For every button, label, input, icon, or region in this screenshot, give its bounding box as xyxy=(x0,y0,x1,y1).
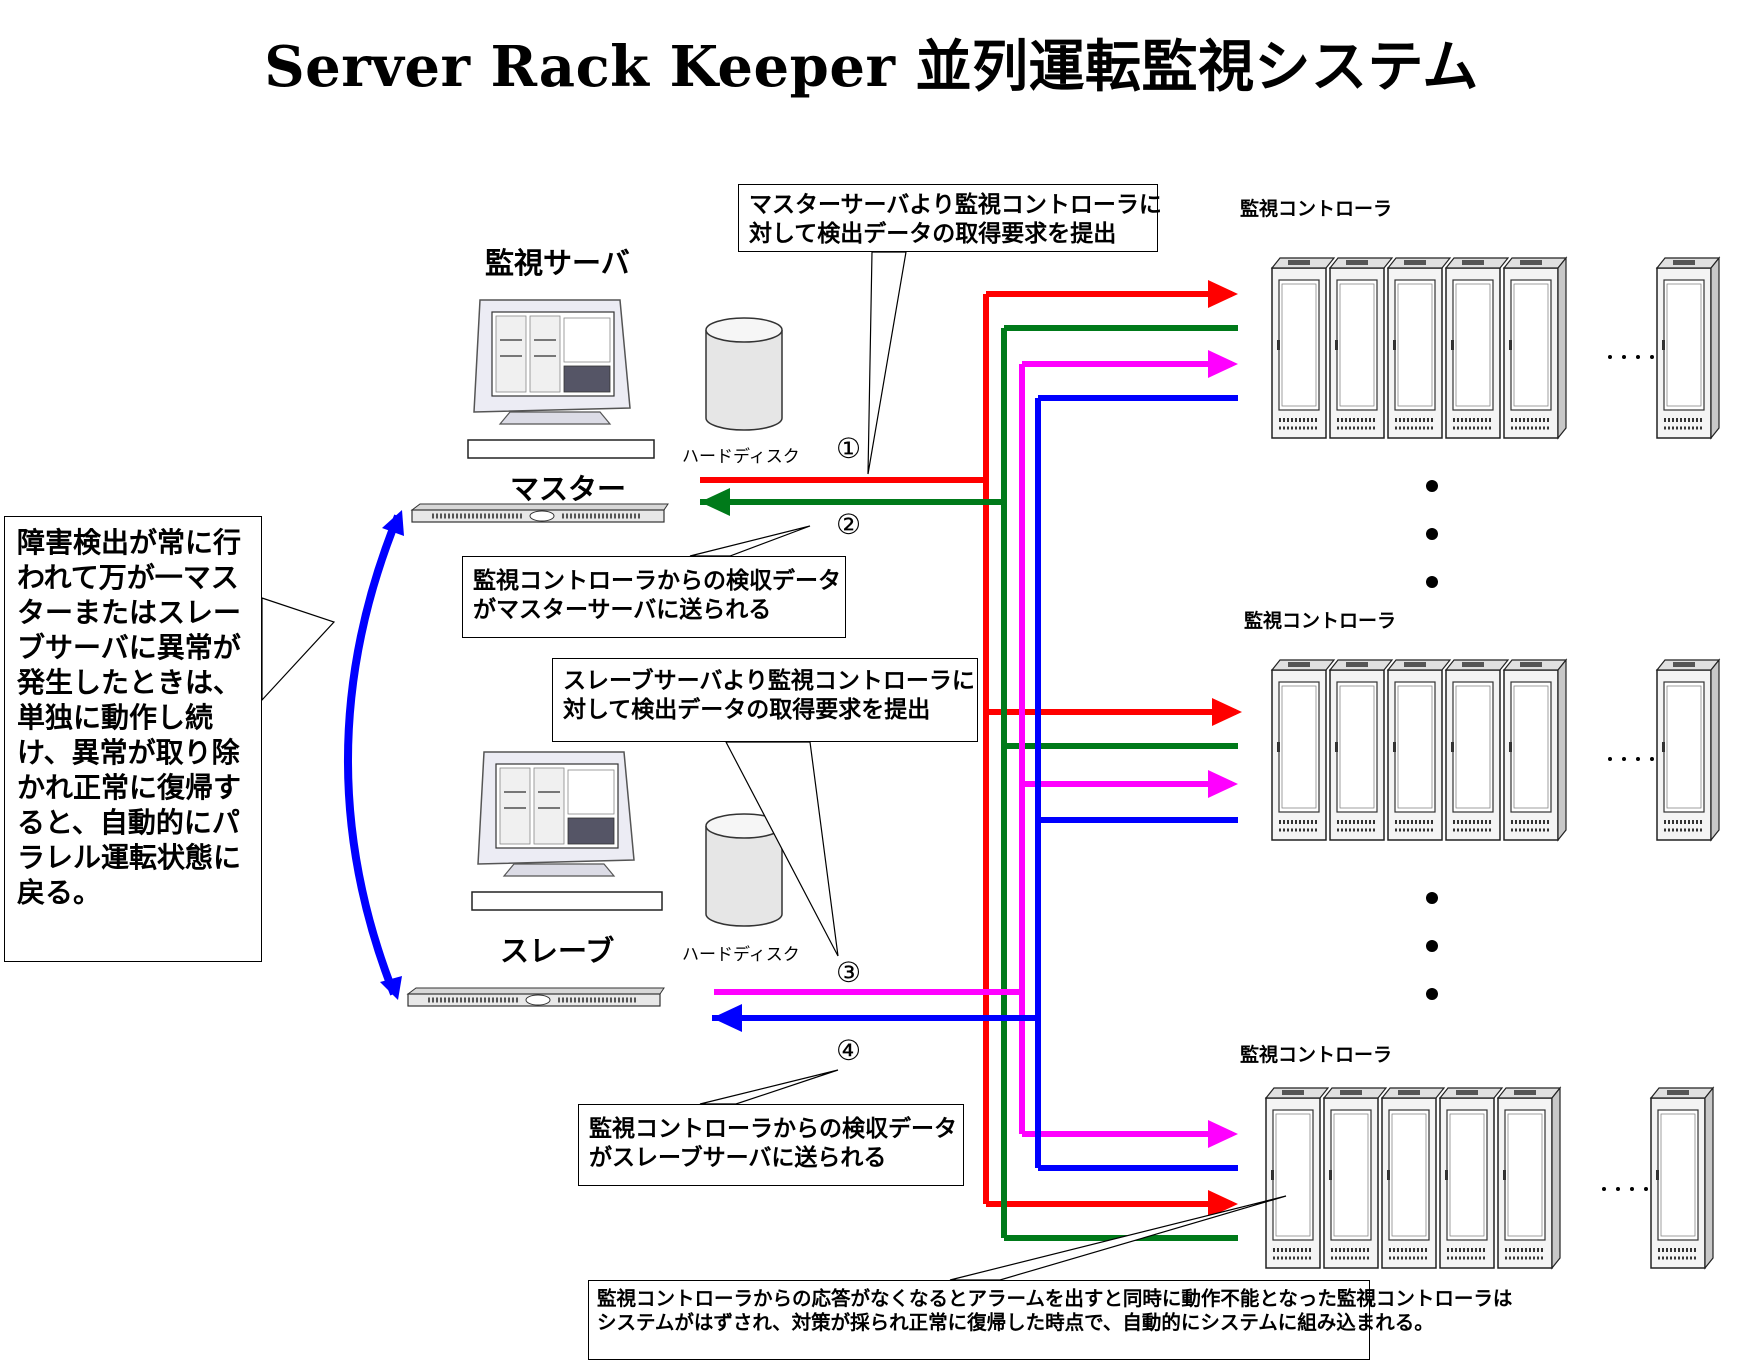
red-bus xyxy=(700,291,1236,1207)
step-3-callout-line-1: スレーブサーバより監視コントローラに xyxy=(563,668,975,694)
controller-rack-group-2 xyxy=(1272,660,1719,840)
step-2-callout-line-2: がマスターサーバに送られる xyxy=(473,596,772,623)
slave-server-graphic xyxy=(408,988,664,1006)
blue-bus xyxy=(1035,395,1238,1171)
step-3-callout-line-2: 対して検出データの取得要求を提出 xyxy=(563,696,931,723)
slave-keyboard-graphic xyxy=(471,891,663,911)
step-3-callout: スレーブサーバより監視コントローラに 対して検出データの取得要求を提出 xyxy=(552,658,978,742)
vertical-continuation-dots xyxy=(1426,480,1438,1000)
green-bus xyxy=(1001,325,1238,1241)
step-2-number: ② xyxy=(836,508,862,541)
master-monitor-graphic xyxy=(473,299,631,425)
step-4-callout: 監視コントローラからの検収データ がスレーブサーバに送られる xyxy=(578,1104,964,1186)
callout-pointer-left xyxy=(261,597,336,702)
master-label: マスター xyxy=(510,472,627,506)
fault-detection-note: 障害検出が常に行われて万が一マスターまたはスレーブサーバに異常が発生したときは、… xyxy=(4,516,262,962)
slave-label: スレーブ xyxy=(500,934,615,968)
controller-label-3: 監視コントローラ xyxy=(1240,1044,1393,1066)
page-title: Server Rack Keeper 並列運転監視システム xyxy=(264,34,1479,100)
rack-ellipsis-dots xyxy=(1602,355,1654,1191)
step-4-callout-line-2: がスレーブサーバに送られる xyxy=(589,1144,887,1171)
master-keyboard-graphic xyxy=(467,439,655,459)
controller-rack-group-1 xyxy=(1272,258,1719,438)
controller-failure-callout-line-1: 監視コントローラからの応答がなくなるとアラームを出すと同時に動作不能となった監視… xyxy=(597,1287,1513,1310)
step-1-callout: マスターサーバより監視コントローラに 対して検出データの取得要求を提出 xyxy=(738,184,1162,252)
controller-rack-group-3 xyxy=(1266,1088,1713,1268)
callout-pointer-2 xyxy=(689,525,811,557)
sync-arrow xyxy=(344,514,402,996)
controller-label-1: 監視コントローラ xyxy=(1240,198,1393,220)
callout-pointer-4 xyxy=(699,1069,839,1105)
magenta-bus xyxy=(714,361,1232,1137)
step-1-callout-line-2: 対して検出データの取得要求を提出 xyxy=(749,220,1117,247)
slave-disk-label: ハードディスク xyxy=(682,945,800,965)
slave-disk-graphic xyxy=(705,813,783,927)
callout-pointer-3 xyxy=(725,741,839,957)
monitor-server-label: 監視サーバ xyxy=(485,246,630,280)
master-disk-graphic xyxy=(705,317,783,431)
controller-failure-callout-line-2: システムがはずされ、対策が採られ正常に復帰した時点で、自動的にシステムに組み込ま… xyxy=(597,1311,1434,1335)
controller-failure-callout: 監視コントローラからの応答がなくなるとアラームを出すと同時に動作不能となった監視… xyxy=(588,1280,1513,1360)
callout-pointer-1 xyxy=(867,251,907,475)
master-disk-label: ハードディスク xyxy=(682,447,800,467)
step-2-callout-line-1: 監視コントローラからの検収データ xyxy=(473,568,841,594)
controller-label-2: 監視コントローラ xyxy=(1244,610,1397,632)
slave-monitor-graphic xyxy=(477,751,635,877)
step-2-callout: 監視コントローラからの検収データ がマスターサーバに送られる xyxy=(462,556,846,638)
step-1-callout-line-1: マスターサーバより監視コントローラに xyxy=(749,192,1162,218)
step-4-number: ④ xyxy=(836,1034,862,1067)
step-1-number: ① xyxy=(836,432,862,465)
step-3-number: ③ xyxy=(836,956,862,989)
step-4-callout-line-1: 監視コントローラからの検収データ xyxy=(589,1116,957,1142)
